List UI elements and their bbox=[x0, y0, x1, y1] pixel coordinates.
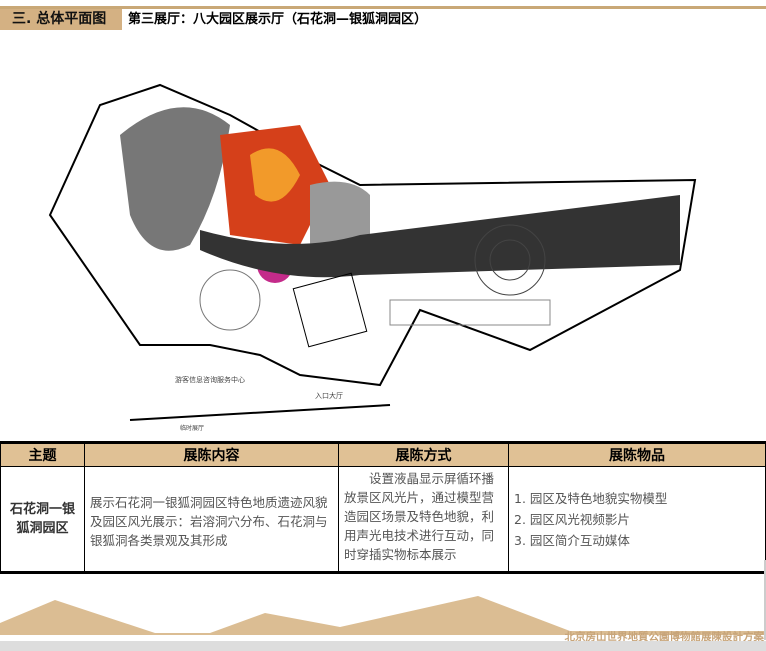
cell-theme: 石花洞一银狐洞园区 bbox=[0, 466, 85, 574]
header-items: 展陈物品 bbox=[508, 441, 766, 467]
header-method: 展陈方式 bbox=[338, 441, 509, 467]
section-label: 三. 总体平面图 bbox=[0, 9, 122, 30]
page-title: 第三展厅：八大园区展示厅（石花洞—银狐洞园区） bbox=[128, 12, 428, 27]
cell-items: 1. 园区及特色地貌实物模型 2. 园区风光视频影片 3. 园区简介互动媒体 bbox=[508, 466, 766, 574]
list-item: 3. 园区简介互动媒体 bbox=[514, 532, 630, 548]
header-content: 展陈内容 bbox=[84, 441, 339, 467]
floor-plan: 游客信息咨询服务中心 入口大厅 临时展厅 bbox=[48, 83, 697, 432]
list-item: 2. 园区风光视频影片 bbox=[514, 511, 630, 527]
header-rule bbox=[0, 6, 766, 9]
footer-title: 北京房山世界地質公園博物館展陳設計方案 bbox=[564, 631, 765, 643]
list-item: 1. 园区及特色地貌实物模型 bbox=[514, 490, 668, 506]
map-label-entrance: 入口大厅 bbox=[315, 391, 343, 400]
map-label-visitor-center: 游客信息咨询服务中心 bbox=[175, 375, 245, 384]
exhibit-table: 主题 展陈内容 展陈方式 展陈物品 石花洞一银狐洞园区 展示石花洞一银狐洞园区特… bbox=[0, 441, 766, 574]
right-edge bbox=[764, 560, 766, 640]
mountain-decoration bbox=[0, 596, 766, 635]
map-label-temp-hall: 临时展厅 bbox=[180, 424, 204, 432]
cell-method: 设置液晶显示屏循环播放景区风光片，通过模型营造园区场景及特色地貌，利用声光电技术… bbox=[338, 466, 509, 574]
cell-content: 展示石花洞一银狐洞园区特色地质遗迹风貌及园区风光展示：岩溶洞穴分布、石花洞与银狐… bbox=[84, 466, 339, 574]
header-theme: 主题 bbox=[0, 441, 85, 467]
table-row: 石花洞一银狐洞园区 展示石花洞一银狐洞园区特色地质遗迹风貌及园区风光展示：岩溶洞… bbox=[0, 466, 766, 574]
bottom-bar bbox=[0, 641, 766, 651]
